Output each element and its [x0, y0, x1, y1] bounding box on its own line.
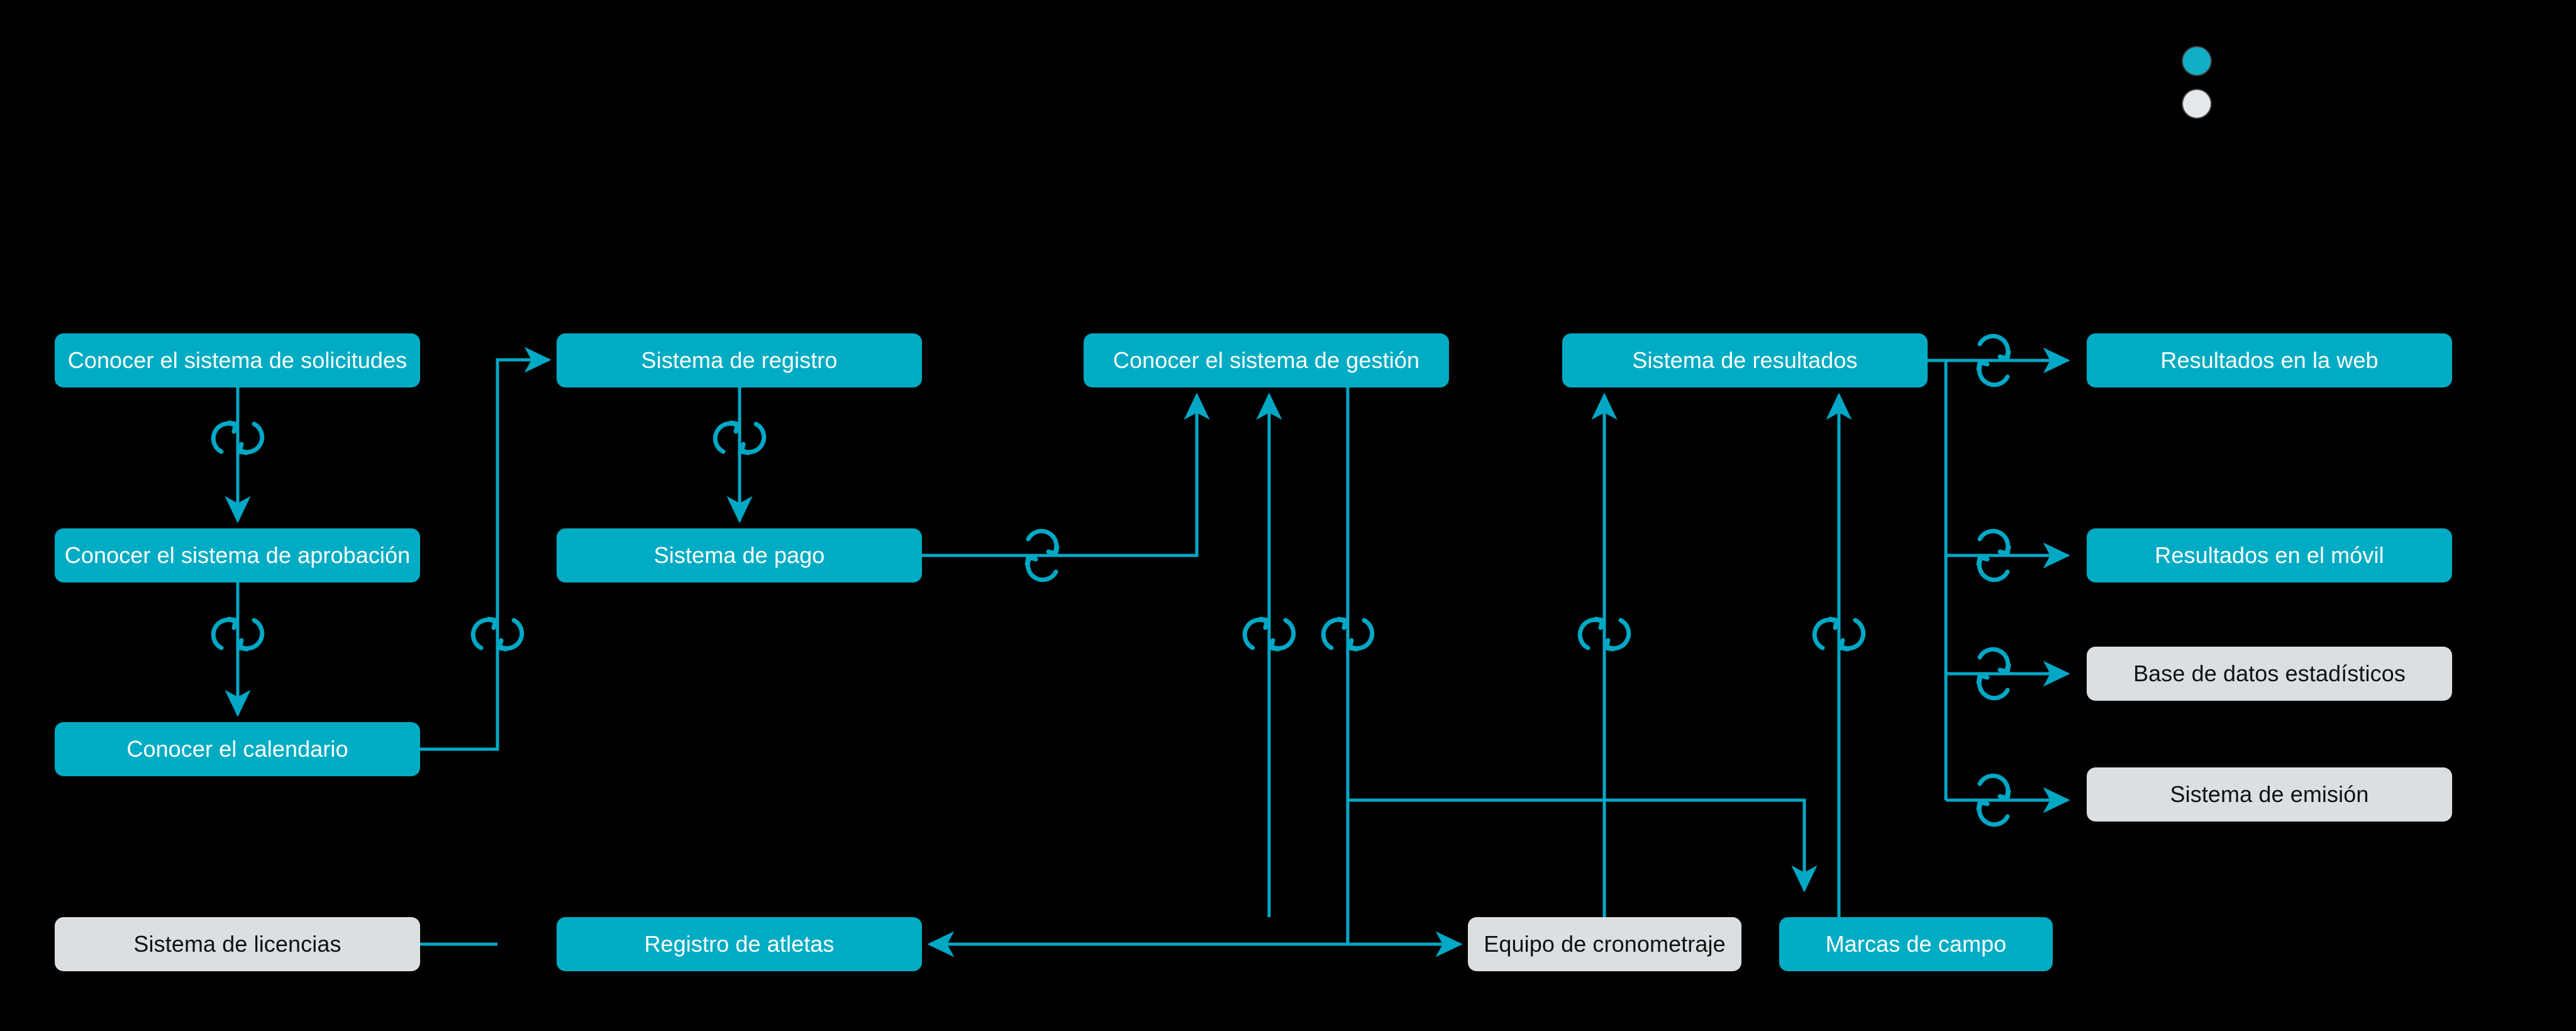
legend-dot-gray[interactable]	[2183, 90, 2211, 118]
node-label: Sistema de licencias	[133, 931, 341, 957]
node-marcas-campo[interactable]: Marcas de campo	[1779, 917, 2053, 971]
node-label: Sistema de pago	[653, 542, 825, 569]
node-base-datos[interactable]: Base de datos estadísticos	[2087, 647, 2452, 701]
edge-gestion-to-cronometraje	[1348, 798, 1818, 893]
edge-calendario-to-registro	[420, 347, 552, 751]
node-label: Conocer el sistema de aprobación	[64, 542, 411, 569]
node-label: Conocer el sistema de gestión	[1113, 347, 1420, 374]
node-resultados-movil[interactable]: Resultados en el móvil	[2087, 528, 2452, 582]
node-sistema-registro[interactable]: Sistema de registro	[557, 333, 922, 387]
node-label: Sistema de resultados	[1632, 347, 1858, 374]
node-resultados-web[interactable]: Resultados en la web	[2087, 333, 2452, 387]
node-label: Equipo de cronometraje	[1484, 931, 1726, 957]
node-label: Sistema de emisión	[2170, 781, 2369, 808]
node-conocer-solicitudes[interactable]: Conocer el sistema de solicitudes	[55, 333, 420, 387]
legend-dot-teal[interactable]	[2183, 47, 2211, 75]
node-label: Resultados en el móvil	[2155, 542, 2384, 569]
edge-gestion-to-atletas	[927, 387, 1350, 957]
node-label: Conocer el calendario	[126, 736, 348, 762]
node-conocer-aprobacion[interactable]: Conocer el sistema de aprobación	[55, 528, 420, 582]
node-conocer-calendario[interactable]: Conocer el calendario	[55, 722, 420, 776]
node-registro-atletas[interactable]: Registro de atletas	[557, 917, 922, 971]
node-sistema-resultados[interactable]: Sistema de resultados	[1562, 333, 1928, 387]
node-label: Marcas de campo	[1825, 931, 2007, 957]
node-equipo-cronometraje[interactable]: Equipo de cronometraje	[1468, 917, 1741, 971]
node-label: Resultados en la web	[2160, 347, 2379, 374]
node-label: Base de datos estadísticos	[2133, 660, 2406, 687]
node-label: Conocer el sistema de solicitudes	[67, 347, 408, 374]
edge-pago-to-gestion	[922, 393, 1210, 557]
node-conocer-gestion[interactable]: Conocer el sistema de gestión	[1084, 333, 1449, 387]
node-sistema-licencias[interactable]: Sistema de licencias	[55, 917, 420, 971]
node-sistema-emision[interactable]: Sistema de emisión	[2087, 767, 2452, 822]
sync-badges	[213, 336, 2009, 824]
node-label: Sistema de registro	[641, 347, 838, 374]
node-sistema-pago[interactable]: Sistema de pago	[557, 528, 922, 582]
node-label: Registro de atletas	[644, 931, 835, 957]
